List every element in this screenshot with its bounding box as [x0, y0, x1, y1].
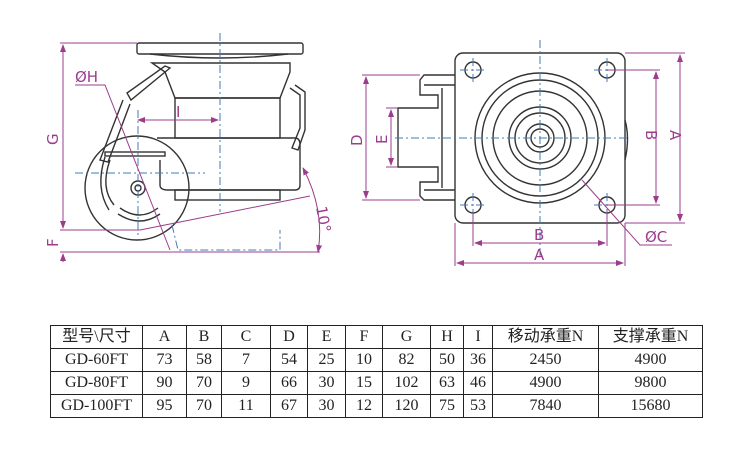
table-cell: 7840 [492, 394, 599, 418]
model-cell: GD-80FT [50, 371, 143, 395]
technical-drawing: ØH I G F 10° [44, 33, 685, 266]
table-cell: 7 [221, 348, 271, 372]
header-cell: D [270, 325, 308, 349]
table-cell: 15680 [598, 394, 703, 418]
label-b-bottom: B [534, 226, 544, 244]
table-cell: 10 [345, 348, 383, 372]
header-cell: E [307, 325, 346, 349]
label-d: D [348, 134, 366, 146]
model-cell: GD-100FT [50, 394, 143, 418]
table-cell: 70 [186, 371, 222, 395]
label-a-right: A [666, 130, 684, 141]
spec-table: 型号\尺寸 A B C D E F G H I 移动承重N 支撑承重N GD-6… [50, 325, 703, 418]
table-cell: 36 [463, 348, 493, 372]
top-dimensions [362, 52, 685, 266]
side-dimensions [60, 42, 323, 262]
header-cell: 型号\尺寸 [50, 325, 143, 349]
label-angle: 10° [312, 205, 334, 234]
label-g: G [44, 133, 62, 145]
table-row: GD-60FT 73 58 7 54 25 10 82 50 36 2450 4… [50, 348, 703, 372]
table-cell: 102 [382, 371, 431, 395]
table-cell: 12 [345, 394, 383, 418]
table-cell: 95 [142, 394, 187, 418]
table-cell: 120 [382, 394, 431, 418]
table-cell: 73 [142, 348, 187, 372]
header-cell: 支撑承重N [598, 325, 703, 349]
table-cell: 53 [463, 394, 493, 418]
table-cell: 46 [463, 371, 493, 395]
table-row: GD-100FT 95 70 11 67 30 12 120 75 53 784… [50, 394, 703, 418]
label-f: F [44, 238, 62, 247]
header-cell: B [186, 325, 222, 349]
table-cell: 4900 [598, 348, 703, 372]
table-cell: 58 [186, 348, 222, 372]
table-cell: 30 [307, 371, 346, 395]
table-cell: 9 [221, 371, 271, 395]
label-diameter-c: ØC [645, 228, 667, 246]
side-centerlines [75, 33, 281, 251]
header-cell: H [430, 325, 464, 349]
header-cell: I [463, 325, 493, 349]
table-cell: 50 [430, 348, 464, 372]
table-cell: 25 [307, 348, 346, 372]
header-cell: C [221, 325, 271, 349]
table-cell: 90 [142, 371, 187, 395]
table-cell: 11 [221, 394, 271, 418]
header-cell: F [345, 325, 383, 349]
table-header-row: 型号\尺寸 A B C D E F G H I 移动承重N 支撑承重N [50, 325, 703, 349]
table-cell: 15 [345, 371, 383, 395]
table-cell: 75 [430, 394, 464, 418]
table-cell: 66 [270, 371, 308, 395]
table-cell: 54 [270, 348, 308, 372]
top-centerlines [395, 40, 630, 258]
table-cell: 82 [382, 348, 431, 372]
header-cell: G [382, 325, 431, 349]
label-b-right: B [642, 130, 660, 140]
table-row: GD-80FT 90 70 9 66 30 15 102 63 46 4900 … [50, 371, 703, 395]
table-cell: 67 [270, 394, 308, 418]
table-cell: 30 [307, 394, 346, 418]
table-cell: 2450 [492, 348, 599, 372]
label-a-bottom: A [534, 246, 545, 264]
model-cell: GD-60FT [50, 348, 143, 372]
table-cell: 63 [430, 371, 464, 395]
label-diameter-h: ØH [75, 68, 98, 86]
side-view [84, 42, 306, 241]
label-e: E [373, 135, 391, 144]
table-cell: 9800 [598, 371, 703, 395]
table-cell: 70 [186, 394, 222, 418]
header-cell: A [142, 325, 187, 349]
table-cell: 4900 [492, 371, 599, 395]
label-i: I [176, 103, 180, 121]
header-cell: 移动承重N [492, 325, 599, 349]
